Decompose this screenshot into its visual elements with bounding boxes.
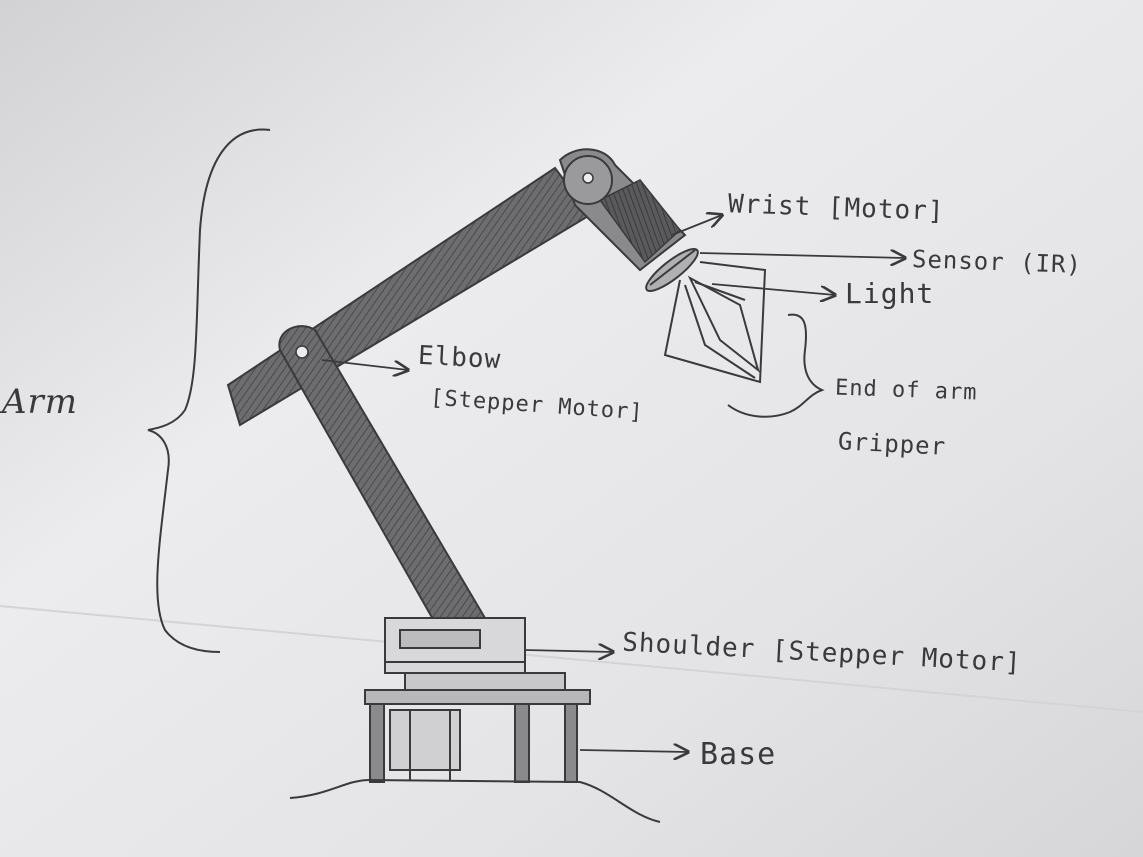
base-label: Base bbox=[700, 740, 776, 770]
shoulder-housing bbox=[385, 618, 525, 673]
wrist-label: Wrist [Motor] bbox=[728, 191, 945, 225]
gripper-label: Gripper bbox=[837, 429, 946, 459]
elbow-pin bbox=[296, 346, 308, 358]
arm-label: Arm bbox=[2, 385, 78, 419]
sensor-label: Sensor (IR) bbox=[912, 247, 1083, 277]
end-of-arm-label: End of arm bbox=[835, 378, 978, 405]
elbow-label: Elbow bbox=[417, 343, 502, 373]
light-label: Light bbox=[845, 280, 934, 308]
wrist-pin bbox=[583, 173, 593, 183]
